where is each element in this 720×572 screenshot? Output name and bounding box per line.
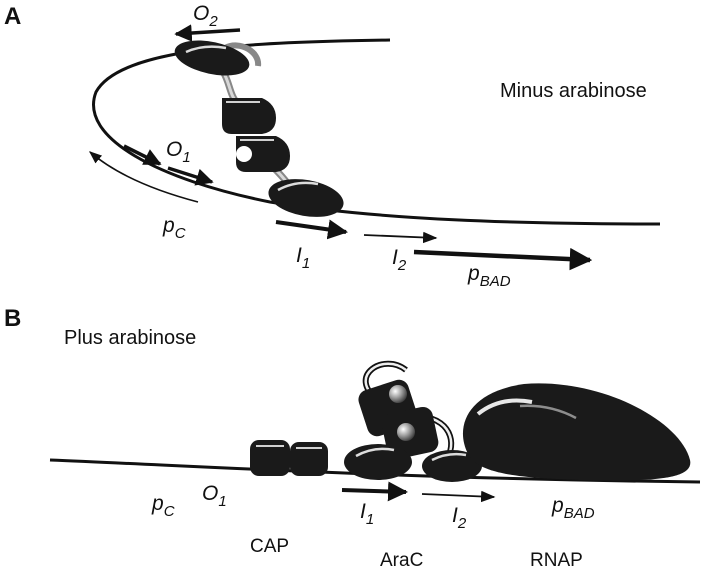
b-i2-arrow: [421, 490, 496, 503]
pbad-label: pBAD: [467, 262, 511, 290]
i2-arrow: [363, 231, 438, 244]
pc-label: pC: [162, 214, 186, 242]
o1-label: O1: [166, 138, 191, 166]
i1-arrow: [275, 219, 348, 240]
cap-label: CAP: [250, 536, 289, 557]
b-i1-arrow: [341, 481, 408, 502]
o1-arrow-1: [123, 144, 162, 166]
panel-b-condition: Plus arabinose: [64, 327, 196, 349]
b-i1-label: I1: [360, 500, 374, 528]
panel-b: B Plus arabinose: [4, 305, 701, 571]
panel-b-letter: B: [4, 305, 21, 332]
pc-arrow: [89, 151, 199, 203]
b-o1-label: O1: [202, 482, 227, 510]
arac-label: AraC: [380, 550, 423, 571]
i1-label: I1: [296, 244, 310, 272]
b-pc-label: pC: [151, 492, 175, 520]
b-pbad-label: pBAD: [551, 494, 595, 522]
panel-a-letter: A: [4, 3, 21, 30]
panel-a: A Minus arabinose O2 O1 pC I1 I2 pBAD: [4, 2, 661, 290]
b-i2-label: I2: [452, 504, 467, 532]
arabinose-ligand-2: [397, 423, 415, 441]
cap-protein: [250, 440, 328, 476]
pbad-arrow: [413, 247, 593, 271]
panel-a-condition: Minus arabinose: [500, 80, 647, 102]
arabinose-ligand-1: [389, 385, 407, 403]
o1-arrow-2: [167, 166, 214, 186]
rnap-protein: [462, 383, 691, 481]
i2-label: I2: [392, 246, 407, 274]
o2-arrow: [174, 24, 241, 42]
arac-dimer-looped: [174, 40, 344, 217]
rnap-label: RNAP: [530, 550, 583, 571]
arac-protein: [344, 360, 482, 482]
o2-label: O2: [193, 2, 218, 30]
